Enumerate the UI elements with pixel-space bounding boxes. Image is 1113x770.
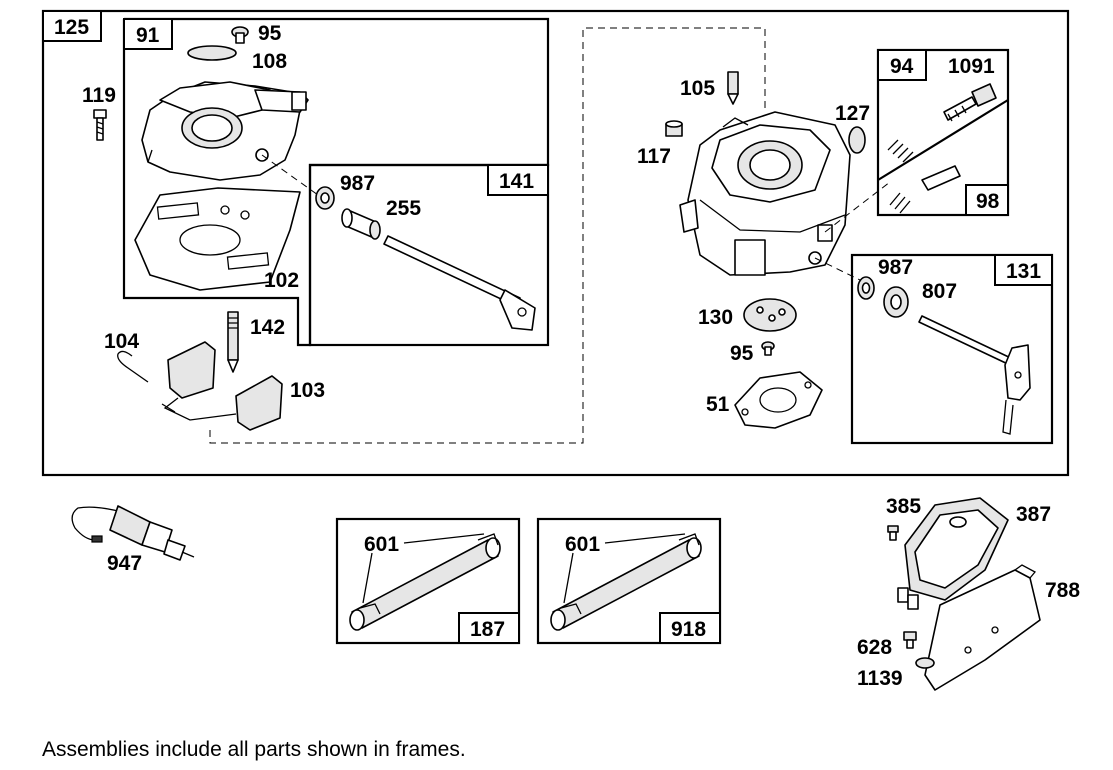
frame-label-131: 131	[1006, 260, 1041, 283]
needle-part-142-icon	[227, 311, 239, 373]
callout-108: 108	[252, 50, 287, 73]
valve-part-1091-icon	[887, 83, 997, 163]
callout-385: 385	[886, 495, 921, 518]
screw-part-385-icon	[887, 525, 899, 541]
callout-142: 142	[250, 316, 285, 339]
callout-130: 130	[698, 306, 733, 329]
gasket-part-102-icon	[134, 187, 301, 291]
solenoid-part-947-icon	[71, 505, 195, 561]
callout-104: 104	[104, 330, 139, 353]
callout-387: 387	[1016, 503, 1051, 526]
callout-103: 103	[290, 379, 325, 402]
assemblies-footnote: Assemblies include all parts shown in fr…	[42, 738, 466, 761]
frame-label-125: 125	[54, 16, 89, 39]
screw-part-95-lower-icon	[761, 341, 775, 356]
callout-1139: 1139	[857, 667, 903, 690]
pin-part-104-icon	[117, 350, 149, 383]
callout-1091: 1091	[948, 55, 995, 78]
fuel-line-918-icon	[550, 533, 702, 631]
float-part-103-icon	[161, 341, 283, 431]
frame-label-98: 98	[976, 190, 1000, 213]
callout-105: 105	[680, 77, 715, 100]
bracket-part-788-icon	[924, 564, 1041, 691]
frame-label-141: 141	[499, 170, 534, 193]
valve-part-98-icon	[889, 165, 961, 214]
screw-part-95-icon	[231, 26, 249, 44]
callout-119: 119	[82, 84, 116, 107]
callout-947: 947	[107, 552, 142, 575]
callout-628: 628	[857, 636, 892, 659]
carburetor-body-icon	[679, 111, 851, 276]
washer-part-1139-icon	[915, 657, 935, 669]
needle-part-105-icon	[727, 71, 739, 105]
frame-shaft-131	[850, 253, 1054, 445]
jet-part-117-icon	[665, 120, 683, 137]
callout-117: 117	[637, 145, 671, 168]
bushing-part-255-icon	[341, 208, 381, 240]
frame-label-918: 918	[671, 618, 706, 641]
callout-95-top: 95	[258, 22, 282, 45]
fuel-line-187-icon	[349, 533, 501, 631]
callout-601-b: 601	[565, 533, 600, 556]
plate-part-130-icon	[743, 298, 797, 332]
callout-601-a: 601	[364, 533, 399, 556]
screw-part-119-icon	[93, 109, 107, 141]
plug-part-127-icon	[848, 126, 866, 154]
gasket-part-51-icon	[734, 371, 823, 429]
callout-127: 127	[835, 102, 870, 125]
frame-fuel-valve-94	[876, 48, 1010, 217]
throttle-shaft-left-icon	[383, 235, 536, 331]
screw-part-628-icon	[903, 631, 917, 649]
callout-102: 102	[264, 269, 299, 292]
frame-fuel-line-918	[536, 517, 722, 645]
choke-shaft-right-icon	[918, 315, 1031, 435]
frame-upper-body-91	[122, 17, 550, 347]
callout-95-lower: 95	[730, 342, 754, 365]
upper-body-casting-icon	[141, 81, 309, 181]
callout-51: 51	[706, 393, 730, 416]
callout-788: 788	[1045, 579, 1080, 602]
bushing-part-807-icon	[883, 286, 909, 318]
frame-label-91: 91	[136, 24, 160, 47]
callout-255: 255	[386, 197, 421, 220]
frame-fuel-line-187	[335, 517, 521, 645]
frame-label-94: 94	[890, 55, 914, 78]
callout-987-right: 987	[878, 256, 913, 279]
callout-987-left: 987	[340, 172, 375, 195]
frame-label-187: 187	[470, 618, 505, 641]
dashed-boundary	[209, 27, 766, 444]
fuel-pump-part-387-icon	[897, 497, 1009, 610]
plate-part-108-icon	[187, 45, 237, 61]
callout-807: 807	[922, 280, 957, 303]
frame-valve-98	[965, 184, 1009, 216]
frame-shaft-141	[308, 163, 550, 347]
frame-main-125	[41, 9, 1070, 477]
